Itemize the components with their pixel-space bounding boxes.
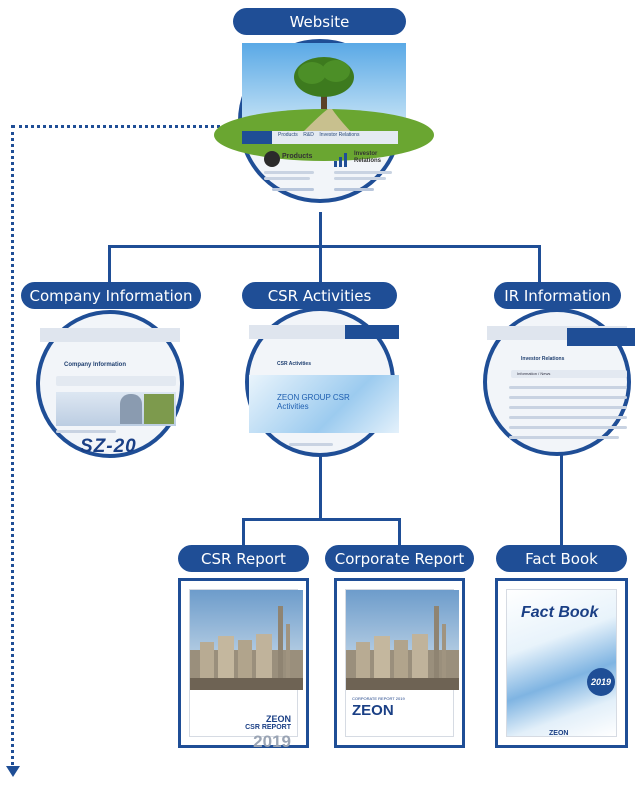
connector-corporate-report xyxy=(398,518,401,546)
fact-book-brand: ZEON xyxy=(549,730,569,737)
text-line xyxy=(56,376,176,386)
news-row xyxy=(509,426,627,429)
corporate-report-label: Corporate Report xyxy=(325,545,474,572)
csr-cover-year: 2019 xyxy=(253,732,291,751)
text-line xyxy=(334,177,386,180)
text-line xyxy=(264,177,310,180)
company-info-screenshot: Company Information SZ-20 xyxy=(36,310,184,458)
arrow-down-icon xyxy=(6,766,20,777)
fact-book-year: 2019 xyxy=(590,677,612,687)
factory-photo xyxy=(346,590,459,690)
corporate-cover-kicker: CORPORATE REPORT 2019 xyxy=(352,696,405,701)
site-nav-items: Products R&D Investor Relations xyxy=(278,132,359,138)
tree-landscape-image xyxy=(214,43,434,161)
text-line xyxy=(272,188,314,191)
site-nav-item: Investor Relations xyxy=(319,132,360,138)
text-line xyxy=(264,171,314,174)
site-panel-ir: Investor Relations xyxy=(354,151,382,164)
text-line xyxy=(334,171,392,174)
ir-info-label: IR Information xyxy=(494,282,621,309)
text-line xyxy=(334,188,374,191)
csr-banner-text: ZEON GROUP CSR Activities xyxy=(277,393,350,411)
fact-book-title: Fact Book xyxy=(521,604,599,621)
text-line xyxy=(56,430,116,433)
connector-horizontal-top xyxy=(109,245,540,248)
csr-report-cover: ZEON CSR REPORT 2019 xyxy=(178,578,309,751)
site-nav-item: Products xyxy=(278,132,298,138)
text-line xyxy=(511,370,627,378)
site-nav-bar xyxy=(242,131,398,144)
ir-info-screenshot: Investor Relations Information / News xyxy=(483,308,635,456)
site-nav-item: R&D xyxy=(303,132,314,138)
news-row xyxy=(509,416,627,419)
connector-csr-up xyxy=(319,245,322,282)
site-panel-products: Products xyxy=(282,153,313,160)
fact-book-label: Fact Book xyxy=(496,545,627,572)
site-home-tab xyxy=(242,131,272,144)
executive-portrait xyxy=(120,394,142,424)
csr-activities-screenshot: CSR Activities ZEON GROUP CSR Activities xyxy=(245,307,399,457)
connector-ir-down xyxy=(560,420,563,546)
website-screenshot: Products R&D Investor Relations Products… xyxy=(214,39,434,203)
headphone-icon xyxy=(264,151,280,167)
text-line xyxy=(289,443,333,446)
csr-report-label: CSR Report xyxy=(178,545,309,572)
news-row xyxy=(509,396,627,399)
connector-csr-down xyxy=(319,440,322,520)
bar-chart-icon xyxy=(334,153,347,167)
connector-csr-report xyxy=(242,518,245,546)
csr-activities-label: CSR Activities xyxy=(242,282,397,309)
connector-horizontal-reports xyxy=(242,518,401,521)
csr-banner-image xyxy=(249,375,399,433)
dotted-connector-vertical xyxy=(11,125,14,765)
fact-book-year-badge: 2019 xyxy=(587,668,615,696)
page-top-bar xyxy=(40,328,180,342)
website-label: Website xyxy=(233,8,406,35)
csr-cover-brand: ZEON xyxy=(265,714,291,724)
corporate-report-cover: CORPORATE REPORT 2019 ZEON xyxy=(334,578,465,748)
connector-website-down xyxy=(319,212,322,247)
corporate-cover-brand: ZEON xyxy=(352,702,394,719)
fact-book-cover: Fact Book 2019 ZEON xyxy=(495,578,628,748)
ir-news-heading: Information / News xyxy=(517,371,551,376)
dotted-connector-horizontal xyxy=(12,125,244,128)
company-info-label: Company Information xyxy=(21,282,201,309)
connector-ir-up xyxy=(538,245,541,282)
page-top-tab xyxy=(345,325,399,339)
news-row xyxy=(509,386,627,389)
csr-cover-title: CSR REPORT xyxy=(245,724,291,731)
connector-company-up xyxy=(108,245,111,282)
ir-page-title: Investor Relations xyxy=(521,356,565,362)
factory-photo xyxy=(190,590,303,690)
news-row xyxy=(509,406,627,409)
sz20-logo: SZ-20 xyxy=(80,436,137,457)
page-top-tab xyxy=(567,328,635,346)
news-row xyxy=(509,436,619,439)
company-page-title: Company Information xyxy=(64,362,127,368)
csr-page-title: CSR Activities xyxy=(277,361,311,367)
side-photo xyxy=(144,394,174,424)
